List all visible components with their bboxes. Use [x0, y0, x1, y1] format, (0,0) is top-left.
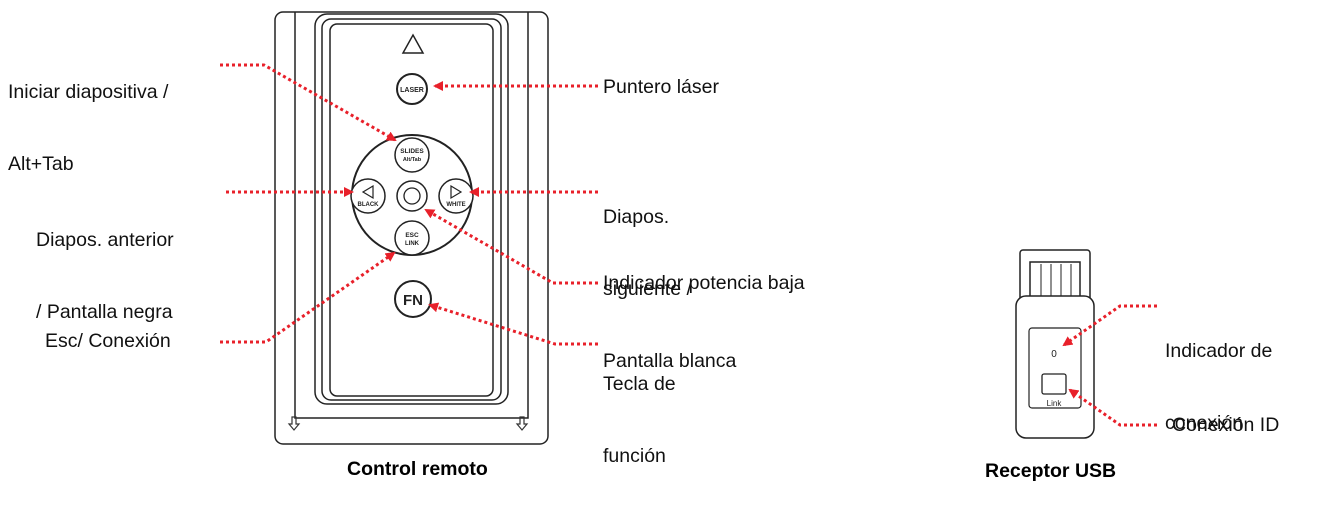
- label-previous: Diapos. anterior / Pantalla negra: [36, 180, 174, 372]
- link-button-label: Link: [1047, 399, 1063, 408]
- arrow-start-slides: [220, 63, 397, 142]
- arrow-down-icon: [287, 416, 529, 431]
- arrow-low-power: [424, 208, 598, 285]
- low-power-indicator: [396, 180, 428, 212]
- remote-inner-frame: [294, 12, 529, 419]
- usb-receiver: [1015, 249, 1095, 439]
- left-triangle-icon: [361, 184, 374, 200]
- fn-button[interactable]: FN: [394, 280, 432, 318]
- label-conn-id: Conexión ID: [1172, 414, 1280, 436]
- arrow-conn-indicator: [1062, 304, 1157, 347]
- remote-outer-frame: [274, 11, 549, 445]
- remote-rail: [314, 13, 509, 405]
- white-label: WHITE: [446, 202, 465, 208]
- device-drawing: LASER SLIDES Alt/Tab BLACK WHITE: [220, 11, 1157, 445]
- label-conn-indicator-line1: Indicador de: [1165, 340, 1273, 362]
- label-laser-pointer: Puntero láser: [603, 76, 719, 98]
- label-start-slides-line1: Iniciar diapositiva /: [8, 81, 169, 103]
- link-label: LINK: [405, 241, 420, 247]
- slides-label: SLIDES: [400, 148, 424, 155]
- right-triangle-icon: [450, 184, 463, 200]
- label-esc-connection: Esc/ Conexión: [45, 330, 171, 352]
- arrow-function-key: [428, 302, 598, 346]
- diagram-stage: LASER SLIDES Alt/Tab BLACK WHITE: [8, 11, 1280, 483]
- label-start-slides: Iniciar diapositiva / Alt+Tab: [8, 32, 168, 224]
- label-function-key-line1: Tecla de: [603, 373, 676, 395]
- remote-face: [329, 23, 494, 397]
- slides-button[interactable]: SLIDES Alt/Tab: [394, 137, 430, 173]
- label-low-power: Indicador potencia baja: [603, 272, 805, 294]
- label-previous-line2: / Pantalla negra: [36, 301, 173, 323]
- label-start-slides-line2: Alt+Tab: [8, 153, 74, 175]
- label-function-key-line2: función: [603, 445, 666, 467]
- caption-remote: Control remoto: [347, 458, 488, 480]
- white-button[interactable]: WHITE: [438, 178, 474, 214]
- black-label: BLACK: [358, 202, 380, 208]
- label-next-line3: Pantalla blanca: [603, 350, 737, 372]
- label-previous-line1: Diapos. anterior: [36, 229, 174, 251]
- label-next: Diapos. siguiente / Pantalla blanca: [603, 157, 736, 421]
- label-next-line2: siguiente /: [603, 278, 692, 300]
- arrow-esc-connection: [220, 251, 396, 344]
- arrow-conn-id: [1068, 388, 1157, 427]
- laser-button[interactable]: LASER: [396, 73, 428, 105]
- esc-label: ESC: [405, 232, 419, 239]
- black-button[interactable]: BLACK: [350, 178, 386, 214]
- usb-body: [1015, 295, 1095, 439]
- label-function-key: Tecla de función: [603, 324, 676, 516]
- laser-button-label: LASER: [400, 87, 424, 94]
- remote-control: [274, 11, 549, 445]
- callout-arrows: [220, 63, 1157, 427]
- esc-link-button[interactable]: ESC LINK: [394, 220, 430, 256]
- label-next-line1: Diapos.: [603, 206, 670, 228]
- indicator-digit: 0: [1051, 349, 1057, 360]
- alt-tab-label: Alt/Tab: [403, 157, 422, 163]
- usb-panel: [1028, 327, 1082, 409]
- label-conn-indicator-line2: conexión: [1165, 412, 1244, 434]
- caption-receiver: Receptor USB: [985, 460, 1117, 482]
- link-id-button[interactable]: [1041, 373, 1067, 395]
- triangle-icon: [401, 33, 425, 54]
- fn-label: FN: [403, 292, 423, 309]
- label-conn-indicator: Indicador de conexión: [1165, 291, 1272, 483]
- remote-rail-inner: [321, 18, 502, 401]
